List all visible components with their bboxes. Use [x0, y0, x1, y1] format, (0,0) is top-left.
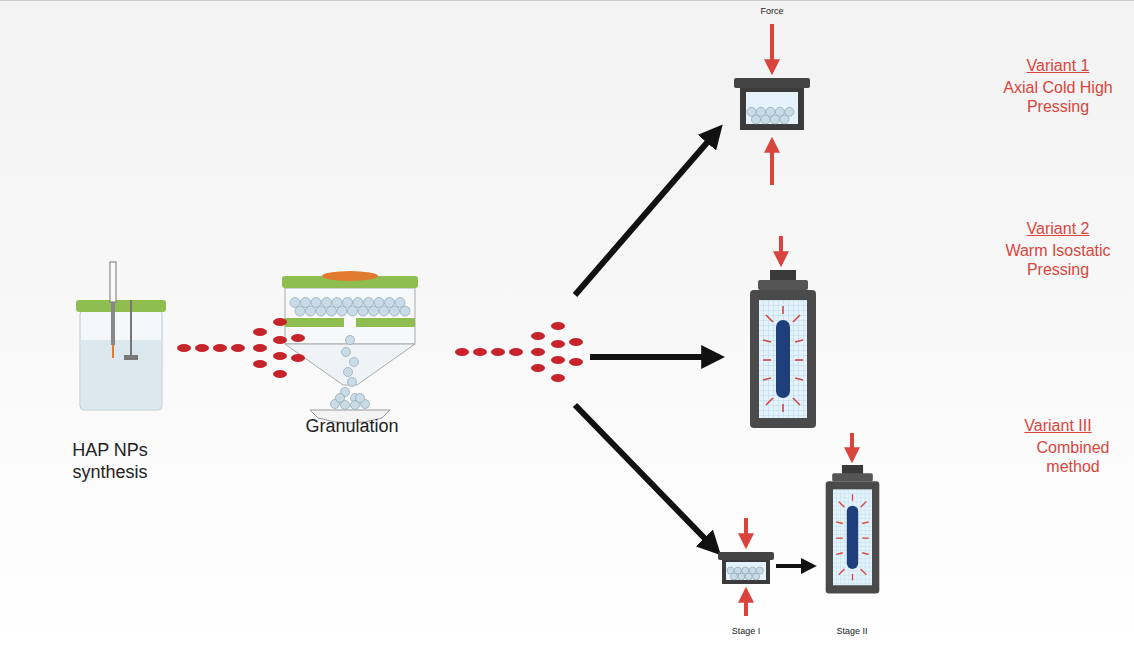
step-label: Axial Cold High Pressing — [988, 78, 1128, 116]
step-label: Combined method — [1018, 438, 1128, 476]
small-label: Stage I — [716, 626, 776, 637]
small-label: Force — [742, 6, 802, 17]
step-label: HAP NPs synthesis — [50, 440, 170, 483]
step-label: Granulation — [282, 416, 422, 438]
variant-heading: Variant III — [988, 416, 1128, 435]
step-label: Warm Isostatic Pressing — [988, 241, 1128, 279]
small-label: Stage II — [822, 626, 882, 637]
variant-heading: Variant 1 — [988, 56, 1128, 75]
variant-heading: Variant 2 — [988, 219, 1128, 238]
